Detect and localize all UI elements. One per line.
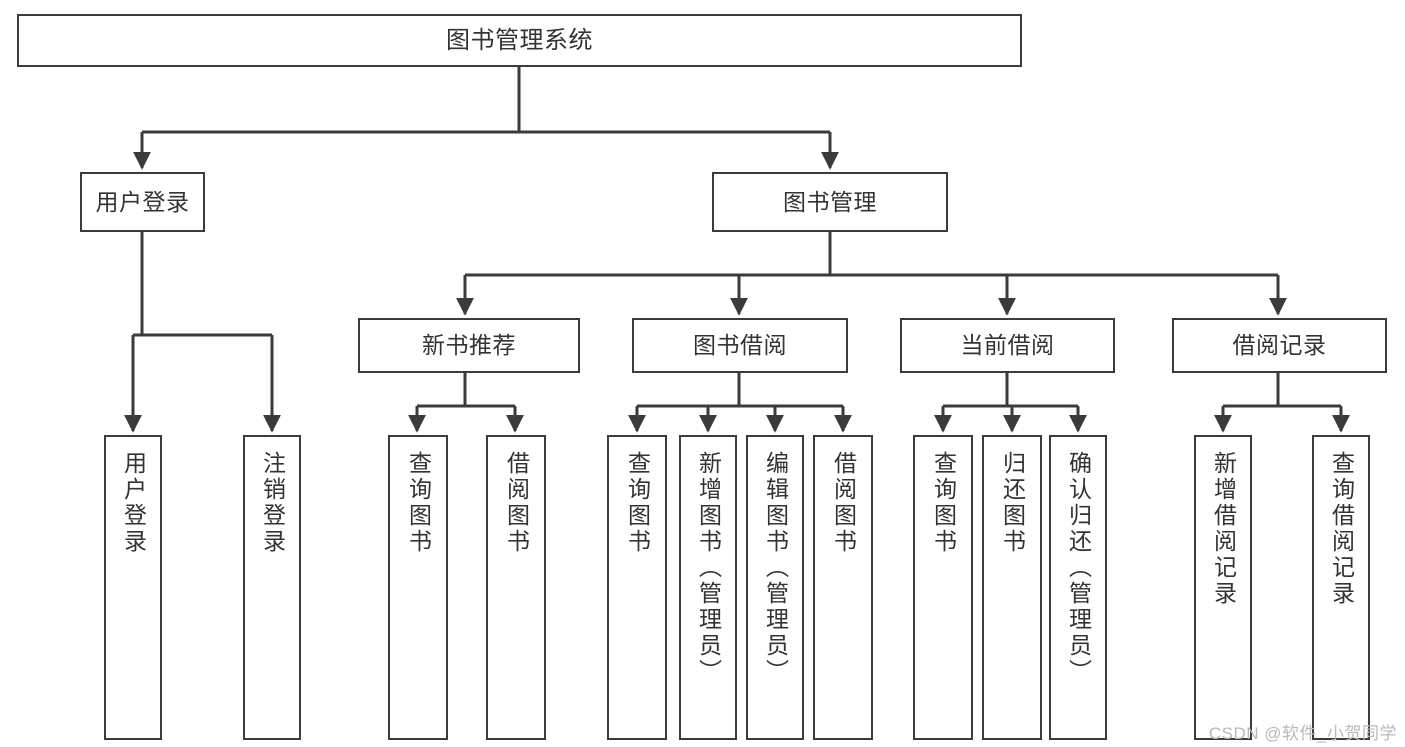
node-leaf-user-logout[interactable]: 注销登录 (243, 435, 301, 740)
node-current-borrow-label: 当前借阅 (960, 332, 1055, 359)
node-leaf-user-login-label: 用户登录 (120, 451, 147, 555)
node-leaf-query-book-2-label: 查询图书 (624, 451, 651, 555)
node-user-login-label: 用户登录 (95, 188, 190, 215)
node-leaf-add-record-label: 新增借阅记录 (1210, 451, 1237, 607)
node-leaf-return-book[interactable]: 归还图书 (982, 435, 1042, 740)
node-leaf-confirm-return-label: 确认归还（管理员） (1065, 451, 1092, 685)
node-leaf-user-logout-label: 注销登录 (259, 451, 286, 555)
node-leaf-query-record[interactable]: 查询借阅记录 (1312, 435, 1370, 740)
node-user-login[interactable]: 用户登录 (80, 172, 205, 232)
node-leaf-borrow-book-2-label: 借阅图书 (830, 451, 857, 555)
watermark: CSDN @软件_小贺同学 (1208, 724, 1397, 743)
node-leaf-user-login[interactable]: 用户登录 (104, 435, 162, 740)
node-leaf-query-book-1[interactable]: 查询图书 (388, 435, 448, 740)
node-book-manage-label: 图书管理 (783, 188, 877, 215)
node-leaf-query-book-3-label: 查询图书 (930, 451, 957, 555)
node-book-borrow-label: 图书借阅 (693, 332, 787, 359)
node-book-manage[interactable]: 图书管理 (712, 172, 948, 232)
node-leaf-query-book-3[interactable]: 查询图书 (913, 435, 973, 740)
node-new-book-recommend-label: 新书推荐 (422, 332, 516, 359)
node-new-book-recommend[interactable]: 新书推荐 (358, 318, 580, 373)
node-root-label: 图书管理系统 (446, 26, 593, 54)
node-leaf-edit-book-label: 编辑图书（管理员） (762, 451, 789, 685)
node-leaf-add-record[interactable]: 新增借阅记录 (1194, 435, 1252, 740)
node-leaf-add-book-label: 新增图书（管理员） (695, 451, 722, 685)
node-leaf-edit-book[interactable]: 编辑图书（管理员） (746, 435, 804, 740)
node-current-borrow[interactable]: 当前借阅 (900, 318, 1115, 373)
node-leaf-confirm-return[interactable]: 确认归还（管理员） (1049, 435, 1107, 740)
node-borrow-record-label: 借阅记录 (1232, 332, 1327, 359)
node-root[interactable]: 图书管理系统 (17, 14, 1022, 67)
node-leaf-query-book-1-label: 查询图书 (405, 451, 432, 555)
node-leaf-query-record-label: 查询借阅记录 (1328, 451, 1355, 607)
node-leaf-return-book-label: 归还图书 (999, 451, 1026, 555)
node-book-borrow[interactable]: 图书借阅 (632, 318, 848, 373)
node-leaf-borrow-book-1-label: 借阅图书 (503, 451, 530, 555)
node-leaf-borrow-book-1[interactable]: 借阅图书 (486, 435, 546, 740)
node-leaf-add-book[interactable]: 新增图书（管理员） (679, 435, 737, 740)
node-leaf-query-book-2[interactable]: 查询图书 (607, 435, 667, 740)
node-leaf-borrow-book-2[interactable]: 借阅图书 (813, 435, 873, 740)
node-borrow-record[interactable]: 借阅记录 (1172, 318, 1387, 373)
